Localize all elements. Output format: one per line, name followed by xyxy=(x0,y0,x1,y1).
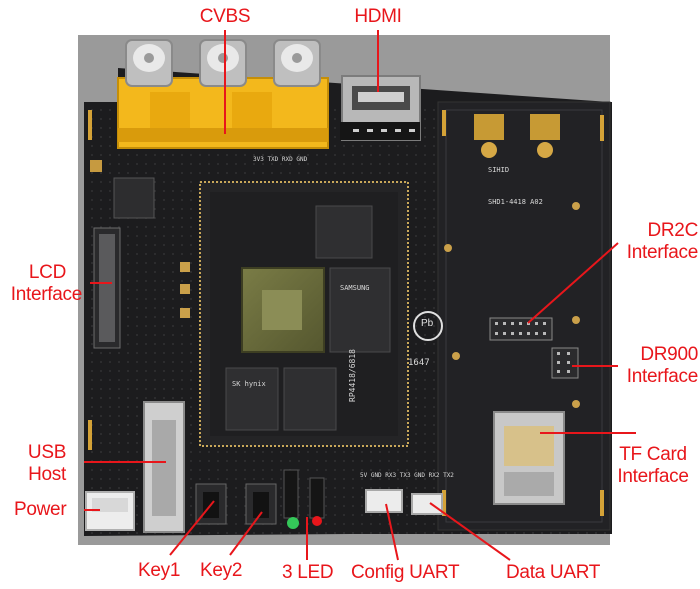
label-tf-line1: TF Card xyxy=(619,444,687,465)
key-buttons xyxy=(195,483,277,525)
dr2c-header xyxy=(489,317,553,341)
label-data-uart: Data UART xyxy=(506,562,601,583)
label-lcd-line2: Interface xyxy=(10,284,83,305)
label-hdmi: HDMI xyxy=(354,6,402,27)
top-header-text: 3V3 TXD RXD GND xyxy=(253,156,308,163)
label-led: 3 LED xyxy=(282,562,334,583)
leader-lines xyxy=(84,30,636,561)
label-config-uart: Config UART xyxy=(351,562,460,583)
tf-card-slot xyxy=(493,411,565,505)
label-usb-line1: USB xyxy=(27,442,67,463)
label-dr2c-line2: Interface xyxy=(626,242,699,263)
label-tf-line2: Interface xyxy=(617,466,689,487)
core-module xyxy=(199,181,409,447)
uart-connectors xyxy=(365,489,443,515)
module-mark-text: RP4418/6818 xyxy=(348,349,357,402)
label-tf-card: TF Card Interface xyxy=(608,444,698,488)
chip-brand-text: SAMSUNG xyxy=(340,284,370,292)
rca-connectors xyxy=(117,39,329,149)
usb-host-port xyxy=(143,401,185,533)
label-cvbs: CVBS xyxy=(199,6,251,27)
label-power: Power xyxy=(14,499,67,520)
board-number-text: 1647 xyxy=(408,358,430,368)
board-revision-text: SHD1-4418 A02 xyxy=(488,198,543,206)
label-dr2c-line1: DR2C xyxy=(647,220,698,241)
hdmi-connector xyxy=(340,75,421,141)
board-model-text: SIHID xyxy=(488,166,510,174)
label-lcd: LCD Interface xyxy=(0,262,83,306)
label-dr2c: DR2C Interface xyxy=(610,220,699,264)
ram-brand-text: SK hynix xyxy=(232,380,266,388)
leds xyxy=(283,469,325,529)
label-dr900: DR900 Interface xyxy=(610,344,699,388)
label-dr900-line2: Interface xyxy=(626,366,699,387)
label-usb-line2: Host xyxy=(28,464,66,485)
uart-header-text: 5V GND RX3 TX3 GND RX2 TX2 xyxy=(360,472,454,479)
label-lcd-line1: LCD xyxy=(28,262,66,283)
dr900-header xyxy=(551,347,579,379)
sma-connectors xyxy=(474,114,560,158)
label-key1: Key1 xyxy=(138,560,181,581)
pb-mark-text: Pb xyxy=(421,318,434,329)
label-usb-host: USB Host xyxy=(16,442,78,486)
label-dr900-line1: DR900 xyxy=(640,344,698,365)
label-key2: Key2 xyxy=(200,560,243,581)
